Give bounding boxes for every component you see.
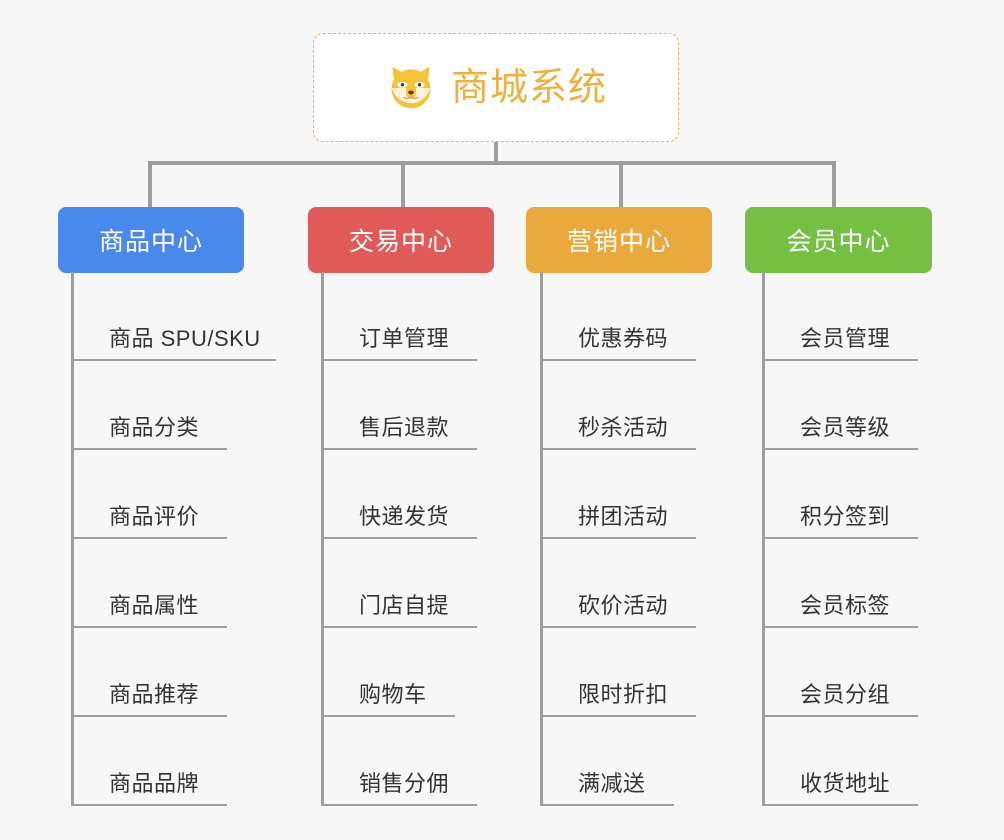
- category-label: 商品中心: [98, 228, 203, 256]
- leaf-row[interactable]: 快递发货: [321, 450, 477, 539]
- leaf-label: 收货地址: [800, 771, 891, 796]
- leaf-underline: [540, 537, 696, 539]
- leaf-row[interactable]: 会员标签: [762, 539, 918, 628]
- leaf-underline: [321, 448, 477, 450]
- leaf-label: 售后退款: [359, 415, 450, 440]
- leaf-label: 秒杀活动: [578, 415, 669, 440]
- leaf-row[interactable]: 拼团活动: [540, 450, 696, 539]
- leaf-underline: [321, 626, 477, 628]
- leaf-underline: [762, 448, 918, 450]
- leaf-row[interactable]: 秒杀活动: [540, 361, 696, 450]
- root-stem-connector: [494, 142, 498, 163]
- leaf-row[interactable]: 商品评价: [71, 450, 227, 539]
- leaf-label: 拼团活动: [578, 504, 669, 529]
- leaf-row[interactable]: 会员分组: [762, 628, 918, 717]
- leaf-label: 商品品牌: [109, 771, 200, 796]
- leaf-row[interactable]: 销售分佣: [321, 717, 477, 806]
- leaf-underline: [71, 804, 227, 806]
- leaf-label: 积分签到: [800, 504, 891, 529]
- leaf-underline: [71, 359, 276, 361]
- leaf-row[interactable]: 优惠券码: [540, 272, 696, 361]
- root-title: 商城系统: [450, 66, 607, 109]
- leaf-label: 会员分组: [800, 682, 891, 707]
- leaf-label: 商品推荐: [109, 682, 200, 707]
- leaf-row[interactable]: 商品 SPU/SKU: [71, 272, 276, 361]
- leaf-row[interactable]: 限时折扣: [540, 628, 696, 717]
- leaf-underline: [71, 448, 227, 450]
- leaf-spine: [540, 272, 543, 806]
- leaf-underline: [321, 359, 477, 361]
- leaf-underline: [71, 715, 227, 717]
- category-label: 会员中心: [786, 228, 891, 256]
- shiba-dog-face-icon: [385, 62, 437, 114]
- leaf-underline: [540, 626, 696, 628]
- leaf-row[interactable]: 满减送: [540, 717, 674, 806]
- leaf-label: 会员等级: [800, 415, 891, 440]
- leaf-row[interactable]: 会员管理: [762, 272, 918, 361]
- leaf-label: 订单管理: [359, 326, 450, 351]
- leaf-row[interactable]: 商品分类: [71, 361, 227, 450]
- leaf-label: 快递发货: [359, 504, 450, 529]
- category-label: 交易中心: [348, 228, 453, 256]
- category-drop-connector-3: [619, 161, 623, 209]
- leaf-label: 门店自提: [359, 593, 450, 618]
- category-drop-connector-1: [148, 161, 152, 209]
- leaf-row[interactable]: 订单管理: [321, 272, 477, 361]
- leaf-underline: [762, 804, 918, 806]
- leaf-row[interactable]: 积分签到: [762, 450, 918, 539]
- leaf-underline: [71, 537, 227, 539]
- leaf-row[interactable]: 会员等级: [762, 361, 918, 450]
- leaf-row[interactable]: 门店自提: [321, 539, 477, 628]
- root-node[interactable]: 商城系统: [313, 33, 679, 142]
- leaf-spine: [321, 272, 324, 806]
- leaf-label: 购物车: [359, 682, 427, 707]
- leaf-underline: [540, 448, 696, 450]
- leaf-row[interactable]: 收货地址: [762, 717, 918, 806]
- leaf-row[interactable]: 商品推荐: [71, 628, 227, 717]
- leaf-underline: [321, 715, 455, 717]
- leaf-row[interactable]: 购物车: [321, 628, 455, 717]
- leaf-underline: [762, 359, 918, 361]
- leaf-label: 砍价活动: [578, 593, 669, 618]
- category-box-marketing[interactable]: 营销中心: [526, 207, 712, 273]
- leaf-row[interactable]: 商品品牌: [71, 717, 227, 806]
- leaf-row[interactable]: 商品属性: [71, 539, 227, 628]
- leaf-label: 会员标签: [800, 593, 891, 618]
- leaf-label: 商品属性: [109, 593, 200, 618]
- leaf-spine: [71, 272, 74, 806]
- leaf-row[interactable]: 砍价活动: [540, 539, 696, 628]
- leaf-underline: [762, 626, 918, 628]
- leaf-label: 限时折扣: [578, 682, 669, 707]
- category-drop-connector-4: [832, 161, 836, 209]
- category-box-trade[interactable]: 交易中心: [308, 207, 494, 273]
- leaf-label: 满减送: [578, 771, 646, 796]
- leaf-label: 商品 SPU/SKU: [109, 326, 261, 351]
- category-box-product[interactable]: 商品中心: [58, 207, 244, 273]
- leaf-underline: [540, 715, 696, 717]
- leaf-label: 优惠券码: [578, 326, 669, 351]
- leaf-underline: [540, 359, 696, 361]
- category-drop-connector-2: [401, 161, 405, 209]
- leaf-underline: [762, 537, 918, 539]
- leaf-label: 商品评价: [109, 504, 200, 529]
- category-label: 营销中心: [566, 228, 671, 256]
- leaf-spine: [762, 272, 765, 806]
- category-box-member[interactable]: 会员中心: [745, 207, 932, 273]
- leaf-label: 商品分类: [109, 415, 200, 440]
- leaf-underline: [540, 804, 674, 806]
- leaf-underline: [321, 804, 477, 806]
- category-bus-connector: [150, 161, 834, 165]
- leaf-label: 销售分佣: [359, 771, 450, 796]
- leaf-underline: [321, 537, 477, 539]
- leaf-row[interactable]: 售后退款: [321, 361, 477, 450]
- leaf-underline: [762, 715, 918, 717]
- leaf-label: 会员管理: [800, 326, 891, 351]
- leaf-underline: [71, 626, 227, 628]
